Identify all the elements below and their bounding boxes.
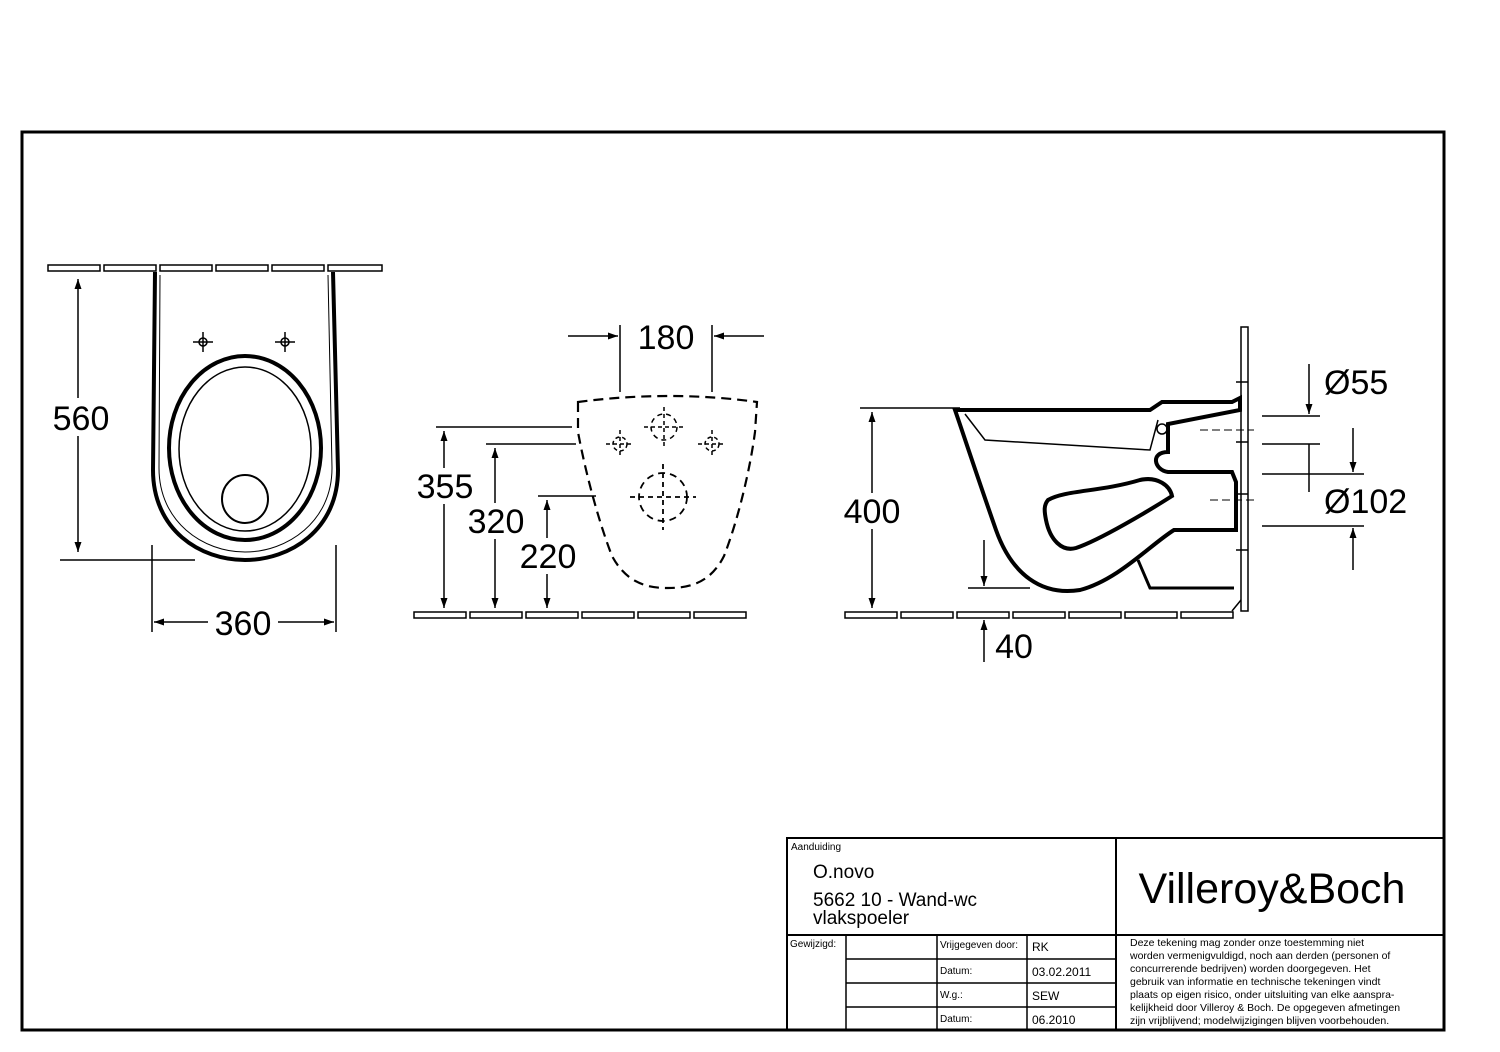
front-view: 560 360 [47, 264, 383, 643]
notice-line: worden vermenigvuldigd, noch aan derden … [1129, 950, 1390, 962]
fixing-hole-right [275, 332, 295, 352]
changed-label: Gewijzigd: [790, 939, 836, 950]
article-line-2: vlakspoeler [813, 908, 910, 929]
rear-floor-line [413, 611, 747, 619]
notice-line: zijn vrijblijvend; modelwijzigingen blij… [1130, 1015, 1389, 1027]
released-by-value: RK [1032, 940, 1049, 954]
dim-d102-label: Ø102 [1324, 483, 1407, 521]
rim-inner [178, 366, 312, 532]
dim-355-label: 355 [417, 468, 474, 506]
bowl-outline-inner [158, 274, 333, 553]
dim-360-label: 360 [215, 605, 272, 643]
side-floor-line [844, 611, 1234, 619]
released-by-label: Vrijgegeven door: [940, 940, 1018, 951]
side-trap-outline [1042, 477, 1175, 551]
notice-line: plaats op eigen risico, onder uitsluitin… [1130, 989, 1395, 1001]
rear-fixing-hole-left [606, 430, 634, 458]
rear-outlet-hole [630, 464, 696, 530]
dim-180-label: 180 [638, 319, 695, 357]
dim-40-label: 40 [995, 628, 1033, 666]
side-view: 400 40 Ø55 Ø102 [840, 326, 1407, 666]
rear-inlet-hole [644, 407, 684, 447]
notice-line: kelijkheid door Villeroy & Boch. De opge… [1130, 1002, 1400, 1014]
wall-line [47, 264, 383, 272]
article-line-1: 5662 10 - Wand-wc [813, 890, 977, 911]
dim-220-label: 220 [520, 538, 577, 576]
rear-view: 180 355 320 220 [413, 319, 764, 619]
dim-d55-label: Ø55 [1324, 364, 1388, 402]
wg-value: SEW [1032, 989, 1060, 1003]
title-block: Aanduiding O.novo 5662 10 - Wand-wc vlak… [786, 837, 1445, 1031]
rim-outer [167, 354, 323, 542]
side-bowl-rim-line [964, 413, 1159, 451]
rear-outline [576, 394, 759, 590]
side-foot-outline [1136, 559, 1234, 590]
bowl-outline [150, 271, 341, 563]
notice-line: concurrerende bedrijven) worden doorgege… [1130, 963, 1371, 975]
side-bowl-outline [952, 394, 1242, 593]
date-value-1: 03.02.2011 [1032, 965, 1091, 979]
fixing-hole-left [193, 332, 213, 352]
brand-logo: Villeroy&Boch [1139, 865, 1406, 913]
notice-line: Deze tekening mag zonder onze toestemmin… [1130, 937, 1364, 949]
dim-400-label: 400 [844, 493, 901, 531]
date-label-2: Datum: [940, 1014, 972, 1025]
designation-label: Aanduiding [791, 842, 841, 853]
wg-label: W.g.: [940, 990, 963, 1001]
notice-line: gebruik van informatie en technische tek… [1130, 976, 1380, 988]
side-wall [1231, 326, 1249, 612]
rear-fixing-hole-right [698, 430, 726, 458]
date-value-2: 06.2010 [1032, 1013, 1076, 1027]
dim-560-label: 560 [53, 400, 110, 438]
drain-hole [221, 474, 269, 524]
date-label-1: Datum: [940, 966, 972, 977]
side-inlet-mark [1156, 423, 1168, 435]
product-name: O.novo [813, 862, 874, 883]
drawing-frame [20, 130, 1446, 1032]
dim-320-label: 320 [468, 503, 525, 541]
